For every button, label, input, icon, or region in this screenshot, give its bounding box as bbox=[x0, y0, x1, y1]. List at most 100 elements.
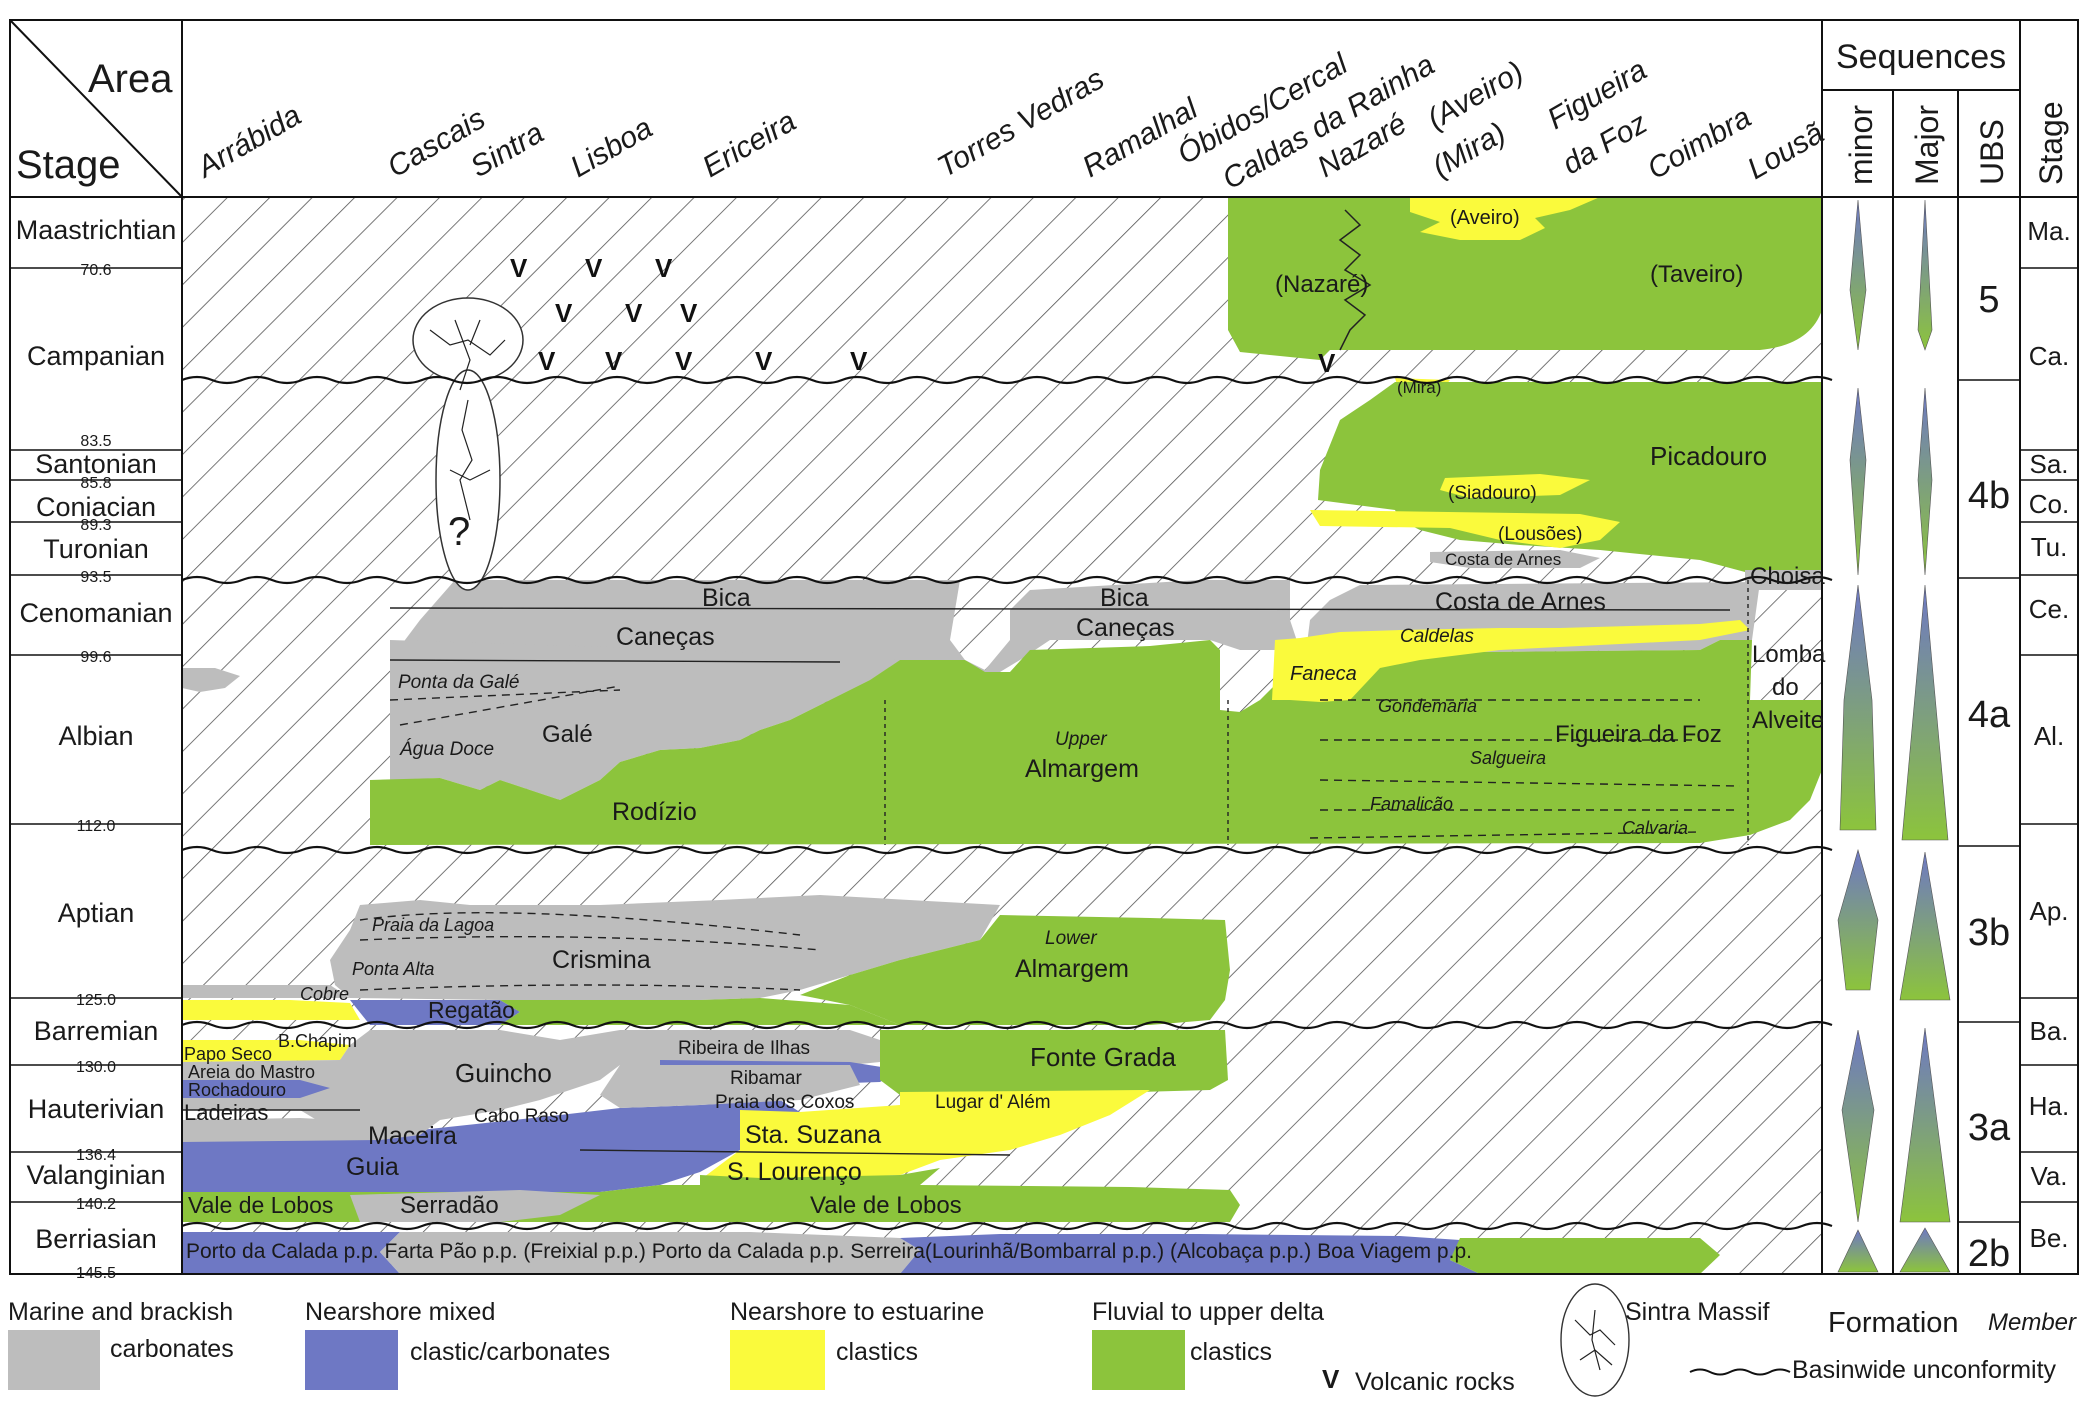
formation-label: B.Chapim bbox=[278, 1031, 357, 1051]
aveiro-estuarine bbox=[1410, 197, 1600, 240]
legend-swatch-carbonate bbox=[8, 1330, 100, 1390]
legend-member-text: Member bbox=[1988, 1309, 2077, 1336]
formation-label: Lugar d' Além bbox=[935, 1092, 1051, 1113]
formation-label: Figueira da Foz bbox=[1555, 721, 1722, 748]
legend-fluvial-text1: Fluvial to upper delta bbox=[1092, 1298, 1324, 1326]
age-label: 125.0 bbox=[76, 992, 116, 1009]
stage-abbr: Ba. bbox=[2029, 1016, 2068, 1046]
age-labels: 70.6 83.5 85.8 89.3 93.5 99.6 112.0 125.… bbox=[76, 262, 116, 1282]
formation-label: Areia do Mastro bbox=[188, 1062, 315, 1082]
formation-label: Guia bbox=[346, 1153, 399, 1181]
stage-abbr: Co. bbox=[2029, 489, 2069, 519]
age-label: 140.2 bbox=[76, 1196, 116, 1213]
formation-label: Serradão bbox=[400, 1192, 499, 1219]
formation-label: (Taveiro) bbox=[1650, 261, 1743, 288]
stage-name: Barremian bbox=[34, 1016, 159, 1046]
age-label: 93.5 bbox=[80, 569, 111, 586]
unconformity-lines bbox=[181, 375, 1833, 1231]
stage-abbr: Ha. bbox=[2029, 1091, 2069, 1121]
maceira-carbonate bbox=[182, 1118, 440, 1142]
costa-arnes-upper-carbonate bbox=[1430, 550, 1600, 568]
formation-label: Sta. Suzana bbox=[745, 1121, 881, 1149]
formation-label: (Mira) bbox=[1397, 378, 1441, 397]
area-name: Arrábida bbox=[190, 99, 306, 185]
stage-grid bbox=[10, 267, 2078, 1223]
ubs-number: 4b bbox=[1968, 475, 2010, 517]
choisa-carbonate bbox=[1745, 570, 1822, 590]
volcanic-mark: V bbox=[1318, 348, 1336, 378]
formation-label: Água Doce bbox=[399, 739, 494, 760]
age-label: 89.3 bbox=[80, 517, 111, 534]
albian-estuarine-faneca bbox=[1272, 620, 1750, 702]
stage-abbr: Sa. bbox=[2029, 449, 2068, 479]
legend-swatch-estuarine bbox=[730, 1330, 825, 1390]
volcanic-mark: V bbox=[680, 298, 698, 328]
serradao-carbonate bbox=[350, 1190, 600, 1222]
formation-label: Upper bbox=[1055, 729, 1107, 750]
volcanic-mark: V bbox=[555, 298, 573, 328]
stage-abbreviations: Ma. Ca. Sa. Co. Tu. Ce. Al. Ap. Ba. Ha. … bbox=[2027, 216, 2070, 1253]
stage-name: Campanian bbox=[27, 341, 165, 371]
age-label: 85.8 bbox=[80, 475, 111, 492]
berriasian-fluvial bbox=[1450, 1238, 1720, 1274]
formation-label: Alveite bbox=[1752, 707, 1824, 734]
formation-label: ? bbox=[448, 510, 470, 554]
lousoes-estuarine bbox=[1310, 510, 1620, 548]
formation-label: (Siadouro) bbox=[1448, 483, 1537, 504]
area-label: Area bbox=[88, 57, 173, 101]
stage-names: Maastrichtian Campanian Santonian Coniac… bbox=[16, 215, 177, 1254]
legend-marine-text2: carbonates bbox=[110, 1335, 234, 1363]
formation-label: Papo Seco bbox=[184, 1044, 272, 1064]
legend-sintra-text: Sintra Massif bbox=[1625, 1298, 1770, 1326]
legend-unconformity-line bbox=[1689, 1368, 1791, 1376]
stage-name: Cenomanian bbox=[19, 598, 172, 628]
ubs-label: UBS bbox=[1974, 119, 2010, 185]
volcanic-mark: V bbox=[538, 346, 556, 376]
volcanic-mark: V bbox=[850, 346, 868, 376]
berriasian-carbonate bbox=[380, 1232, 920, 1274]
formation-label: Bica bbox=[1100, 584, 1149, 612]
legend-volcanic-symbol: V bbox=[1322, 1364, 1340, 1394]
formation-label: Maceira bbox=[368, 1122, 457, 1150]
formation-label: (Nazaré) bbox=[1275, 271, 1368, 298]
ubs-number: 3a bbox=[1968, 1107, 2011, 1149]
stage-name: Coniacian bbox=[36, 492, 156, 522]
hauterivian-carbonate-west bbox=[182, 1030, 900, 1135]
formation-label: Choisa bbox=[1750, 563, 1825, 590]
formation-label: Cobre bbox=[300, 984, 349, 1004]
aptian-estuarine-west bbox=[182, 1000, 360, 1020]
stage-col-label: Stage bbox=[2033, 101, 2069, 185]
area-name: Ericeira bbox=[697, 105, 802, 184]
ubs-numbers: 5 4b 4a 3b 3a 2b bbox=[1968, 279, 2011, 1275]
stage-name: Albian bbox=[58, 721, 133, 751]
volcanic-marks: V V V V V V V V V V V V bbox=[510, 253, 1336, 378]
stage-name: Aptian bbox=[58, 898, 135, 928]
formation-label: Cabo Raso bbox=[474, 1106, 569, 1127]
stage-abbr: Ma. bbox=[2027, 216, 2070, 246]
volcanic-mark: V bbox=[655, 253, 673, 283]
unit5-fluvial bbox=[1228, 197, 1822, 360]
formation-label: Famalicão bbox=[1370, 794, 1453, 814]
aptian-base-fluvial bbox=[500, 998, 900, 1025]
ubs-number: 5 bbox=[1978, 279, 1999, 321]
internal-boundaries bbox=[182, 580, 1749, 1156]
legend-formation-text: Formation bbox=[1828, 1307, 1959, 1339]
sintra-massif bbox=[412, 297, 524, 591]
formation-label: Praia dos Coxos bbox=[715, 1092, 854, 1113]
albian-fluvial bbox=[370, 640, 1822, 845]
area-name: Coimbra bbox=[1642, 101, 1757, 186]
formation-label: Caneças bbox=[616, 623, 715, 651]
legend-estuarine-text1: Nearshore to estuarine bbox=[730, 1298, 984, 1326]
berriasian-mixed-east bbox=[900, 1234, 1480, 1274]
stage-abbr: Ce. bbox=[2029, 594, 2069, 624]
age-label: 70.6 bbox=[80, 262, 111, 279]
formation-label: Praia da Lagoa bbox=[372, 915, 494, 935]
aptian-carbonate-west bbox=[182, 985, 350, 998]
barremian-estuarine-papo-seco bbox=[182, 1040, 350, 1062]
formation-label: Ponta Alta bbox=[352, 959, 434, 979]
formation-label: Bica bbox=[702, 584, 751, 612]
volcanic-mark: V bbox=[675, 346, 693, 376]
albian-carbonate-gale bbox=[390, 640, 900, 800]
formation-label: Ponta da Galé bbox=[398, 672, 519, 693]
